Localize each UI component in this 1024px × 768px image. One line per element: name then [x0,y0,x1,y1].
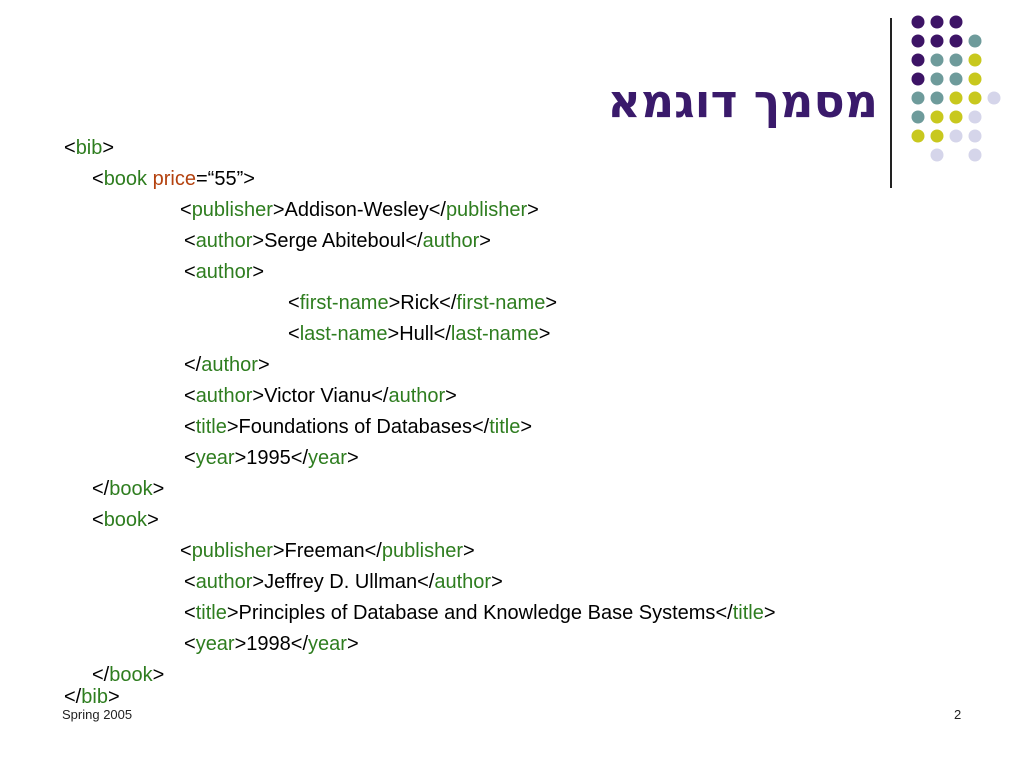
book1-title-line: <title>Foundations of Databases</title> [184,416,533,438]
first-name-close-tag: first-name [456,292,546,314]
decorative-dot [911,129,925,143]
book2-open-line: <book> [92,509,159,531]
book2-title-line: <title>Principles of Database and Knowle… [184,602,776,624]
decorative-dot [968,91,982,105]
bib-tag: bib [75,137,103,159]
decorative-dot [911,110,925,124]
decorative-dot [949,53,963,67]
decorative-dot [968,53,982,67]
author-tag: author [195,571,253,593]
decorative-dot [968,148,982,162]
book1-open-line: <book price=“55”> [92,168,255,190]
decorative-dot [968,72,982,86]
book1-author1-line: <author>Serge Abiteboul</author> [184,230,491,252]
book2-author-line: <author>Jeffrey D. Ullman</author> [184,571,503,593]
author-tag: author [195,385,253,407]
decorative-dot [911,91,925,105]
slide-title: מסמך דוגמא [607,74,878,128]
book1-last-name: Hull [399,323,434,345]
decorative-dot [930,34,944,48]
bib-close-line: </bib> [64,686,120,708]
book-tag: book [103,168,148,190]
decorative-dot [930,15,944,29]
book1-author3: Victor Vianu [264,385,372,407]
last-name-tag: last-name [299,323,388,345]
publisher-tag: publisher [191,199,273,221]
title-divider-line [890,18,892,188]
decorative-dot [911,53,925,67]
first-name-line: <first-name>Rick</first-name> [288,292,558,314]
bib-open-line: <bib> [64,137,115,159]
book1-close-line: </book> [92,478,165,500]
book-close-tag: book [109,478,153,500]
year-close-tag: year [308,447,347,469]
decorative-dot [930,91,944,105]
bib-close-tag: bib [81,686,108,708]
book-tag: book [103,509,148,531]
decorative-dot [930,129,944,143]
decorative-dot [949,110,963,124]
decorative-dot [949,129,963,143]
decorative-dot [968,34,982,48]
price-value: “55” [207,168,244,190]
title-tag: title [195,416,227,438]
decorative-dot [930,110,944,124]
decorative-dot [968,110,982,124]
book-close-tag: book [109,664,153,686]
book1-author2-open-line: <author> [184,261,265,283]
book2-author: Jeffrey D. Ullman [264,571,418,593]
last-name-line: <last-name>Hull</last-name> [288,323,551,345]
decorative-dot [930,148,944,162]
book1-author3-line: <author>Victor Vianu</author> [184,385,457,407]
author-close-tag: author [201,354,258,376]
book1-author1: Serge Abiteboul [264,230,406,252]
decorative-dot [911,72,925,86]
author-tag: author [195,230,253,252]
year-tag: year [195,633,235,655]
year-tag: year [195,447,235,469]
decorative-dot [949,15,963,29]
book2-year-line: <year>1998</year> [184,633,359,655]
decorative-dot [949,72,963,86]
title-close-tag: title [732,602,764,624]
decorative-dot [911,34,925,48]
decorative-dot [930,53,944,67]
author-close-tag: author [434,571,492,593]
book2-year: 1998 [246,633,291,655]
last-name-close-tag: last-name [450,323,539,345]
decorative-dot [930,72,944,86]
book1-publisher: Addison-Wesley [284,199,429,221]
book1-author2-close-line: </author> [184,354,270,376]
title-tag: title [195,602,227,624]
year-close-tag: year [308,633,347,655]
book1-title: Foundations of Databases [238,416,473,438]
publisher-tag: publisher [191,540,273,562]
book2-publisher-line: <publisher>Freeman</publisher> [180,540,475,562]
title-close-tag: title [489,416,521,438]
author-close-tag: author [422,230,480,252]
page-number: 2 [954,707,962,722]
book1-publisher-line: <publisher>Addison-Wesley</publisher> [180,199,539,221]
book2-title: Principles of Database and Knowledge Bas… [238,602,716,624]
book1-first-name: Rick [400,292,440,314]
publisher-close-tag: publisher [445,199,528,221]
book1-year-line: <year>1995</year> [184,447,359,469]
decorative-dot [949,91,963,105]
price-attribute: price [152,168,196,190]
book2-close-line: </book> [92,664,165,686]
decorative-dot [949,34,963,48]
publisher-close-tag: publisher [381,540,463,562]
decorative-dot [987,91,1001,105]
author-close-tag: author [388,385,446,407]
decorative-dot [968,129,982,143]
footer-date: Spring 2005 [62,707,133,722]
book1-year: 1995 [246,447,291,469]
author-tag: author [195,261,253,283]
first-name-tag: first-name [299,292,389,314]
decorative-dot [911,15,925,29]
book2-publisher: Freeman [284,540,365,562]
